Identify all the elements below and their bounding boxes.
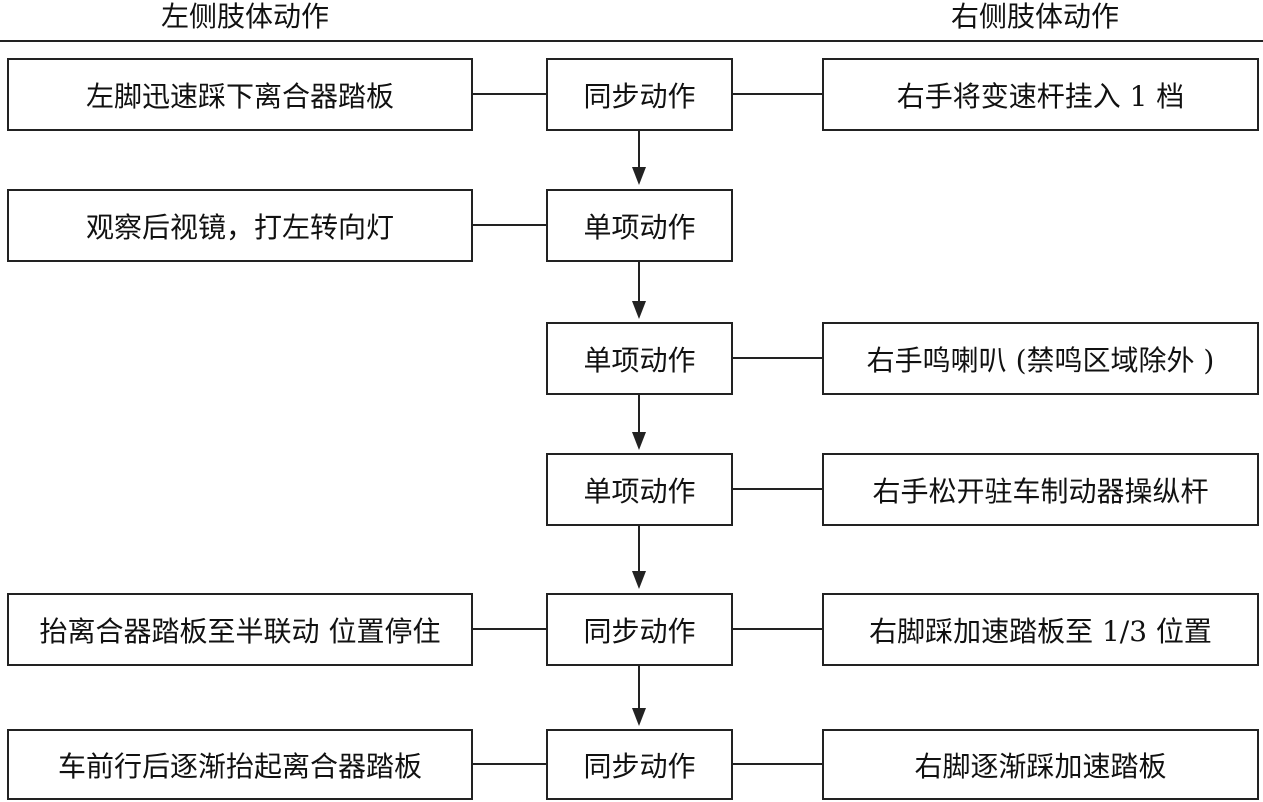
center-action-box: 同步动作 [546,58,733,131]
right-action-box: 右手将变速杆挂入 1 档 [822,58,1259,131]
flow-arrow-shaft [638,395,640,433]
flow-arrowhead-icon [632,571,646,589]
right-action-box: 右脚逐渐踩加速踏板 [822,729,1259,800]
flow-arrow-shaft [638,262,640,302]
connector-line [473,628,546,630]
left-action-box: 车前行后逐渐抬起离合器踏板 [7,729,473,800]
flow-arrow-shaft [638,666,640,709]
connector-line [733,488,822,490]
connector-line [733,93,822,95]
left-action-box: 观察后视镜，打左转向灯 [7,189,473,262]
header-divider [0,40,1263,42]
flow-arrow-shaft [638,526,640,572]
center-action-box: 同步动作 [546,593,733,666]
flow-arrowhead-icon [632,301,646,319]
connector-line [473,763,546,765]
connector-line [473,224,546,226]
connector-line [733,357,822,359]
left-limb-header: 左侧肢体动作 [160,0,329,33]
connector-line [473,93,546,95]
center-action-box: 单项动作 [546,322,733,395]
left-action-box: 抬离合器踏板至半联动 位置停住 [7,593,473,666]
flow-arrowhead-icon [632,432,646,450]
center-action-box: 单项动作 [546,453,733,526]
flow-arrow-shaft [638,131,640,168]
connector-line [733,628,822,630]
right-action-box: 右手鸣喇叭 (禁鸣区域除外 ) [822,322,1259,395]
center-action-box: 同步动作 [546,729,733,800]
center-action-box: 单项动作 [546,189,733,262]
flow-arrowhead-icon [632,167,646,185]
connector-line [733,763,822,765]
right-action-box: 右手松开驻车制动器操纵杆 [822,453,1259,526]
flow-arrowhead-icon [632,708,646,726]
right-action-box: 右脚踩加速踏板至 1/3 位置 [822,593,1259,666]
right-limb-header: 右侧肢体动作 [950,0,1119,33]
left-action-box: 左脚迅速踩下离合器踏板 [7,58,473,131]
